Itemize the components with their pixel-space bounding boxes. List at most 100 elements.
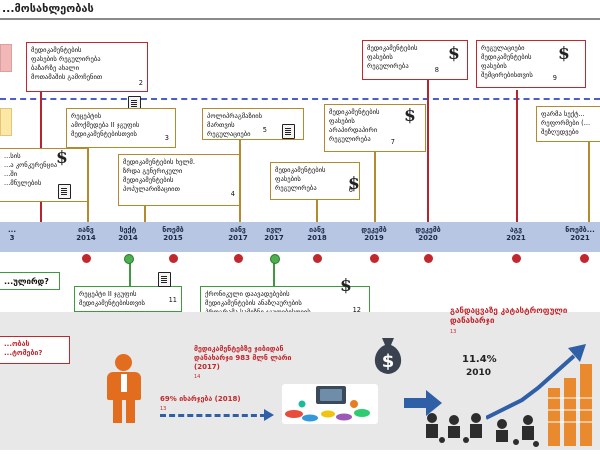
timeline-date-label: ნოემბ 2015	[162, 226, 184, 242]
policy-box-text: მედიკამენტების ხელმ. ზრდა გენერიკული მედ…	[123, 158, 195, 193]
document-icon	[282, 124, 295, 139]
dollar-icon: $	[558, 44, 570, 64]
policy-box-11: რეცეპტი II ჯგუფის მედიკამენტებისთვის 11	[74, 286, 182, 312]
question-box-red: ...ობას ...ტომები?	[0, 336, 70, 364]
policy-box-text: ...სის ...ა კონკურენცია ...ში ...მნულები…	[4, 152, 58, 187]
oop-share-text: 69% იხარჯება (2018)	[160, 395, 241, 403]
dashed-separator	[0, 98, 600, 100]
ref-number: 13	[450, 329, 457, 335]
timeline-date-label: ივლ 2017	[264, 226, 284, 242]
top-divider	[0, 18, 600, 20]
timeline-date-label: დეკემბ 2019	[361, 226, 387, 242]
ref-number: 2	[138, 79, 143, 87]
dollar-icon: $	[348, 174, 360, 194]
document-icon	[58, 184, 71, 199]
connector-line	[273, 262, 275, 286]
connector-line	[129, 262, 131, 286]
oop-share-note: 69% იხარჯება (2018) 13	[160, 386, 241, 414]
catastrophic-percent: 11.4%	[462, 354, 497, 365]
oop-spending-note: მედიკამენტებზე ჯიბიდან დანახარჯი 983 მლნ…	[194, 336, 354, 382]
money-bag-icon: $	[364, 330, 412, 378]
timeline-marker	[313, 254, 322, 263]
policy-box-text: მედიკამენტების ფასების არაპირდაპირი რეგუ…	[329, 108, 380, 143]
ref-number: 6	[348, 186, 353, 194]
ref-number: 3	[164, 134, 169, 142]
timeline-marker	[82, 254, 91, 263]
dollar-icon: $	[340, 276, 352, 296]
timeline-marker	[270, 254, 280, 264]
ref-number: 13	[160, 406, 167, 412]
timeline-marker	[580, 254, 589, 263]
timeline-date-label: აგვ 2021	[506, 226, 526, 242]
ref-number: 11	[168, 296, 177, 304]
page-title: ...მოსახლეობას	[2, 2, 94, 15]
policy-box-10: ფარმა სექტ... რეფორმები (... შეზღუდვები	[536, 106, 600, 142]
policy-box-text: რეგულაციები მედიკამენტების ფასების შემცი…	[481, 44, 533, 79]
dollar-icon: $	[404, 106, 416, 126]
connector-line	[87, 148, 89, 222]
policy-box-6: მედიკამენტების ფასების რეგულირება 6	[270, 162, 360, 200]
timeline-date-label: ნოემბ... 2021	[565, 226, 595, 242]
timeline-date-label: დეკემბ 2020	[415, 226, 441, 242]
arrow-head-icon	[264, 409, 274, 421]
timeline-date-label: იანვ 2018	[307, 226, 327, 242]
timeline-marker	[424, 254, 433, 263]
ref-number: 7	[390, 138, 395, 146]
catastrophic-note: განდაცვაზე კატასტროფული დანახარჯი 13	[450, 296, 600, 337]
policy-box-8: მედიკამენტების ფასების რეგულირება 8	[362, 40, 468, 80]
timeline-band	[0, 222, 600, 252]
policy-box-text: მედიკამენტების ფასების რეგულირება ბაზარზ…	[31, 46, 103, 81]
connector-line	[516, 90, 518, 222]
policy-box-text: პოლიპრაგმაზიის მართვის რეგულაციები	[207, 112, 263, 138]
policy-box-text: რეცეპტის ამოქმედება II ჯგუფის მედიკამენტ…	[71, 112, 140, 138]
ref-number: 4	[230, 190, 235, 198]
policy-box-4: მედიკამენტების ხელმ. ზრდა გენერიკული მედ…	[118, 154, 240, 206]
timeline-marker	[169, 254, 178, 263]
question-text: ...ულირდ?	[4, 277, 49, 286]
catastrophic-text: განდაცვაზე კატასტროფული დანახარჯი	[450, 306, 568, 325]
timeline-marker	[370, 254, 379, 263]
timeline-date-label: სექტ 2014	[118, 226, 138, 242]
growth-chart-icon	[485, 338, 600, 450]
timeline-marker	[512, 254, 521, 263]
legend-square-yellow	[0, 108, 12, 136]
ref-number: 14	[194, 374, 201, 380]
connector-line	[374, 152, 376, 222]
connector-line	[316, 200, 318, 222]
catastrophic-year: 2010	[466, 368, 492, 378]
policy-box-1: ...სის ...ა კონკურენცია ...ში ...მნულები…	[0, 148, 88, 202]
policy-box-2: მედიკამენტების ფასების რეგულირება ბაზარზ…	[26, 42, 148, 92]
connector-line	[427, 80, 429, 222]
question-box: ...ულირდ?	[0, 272, 60, 290]
dollar-icon: $	[56, 148, 68, 168]
timeline-marker	[234, 254, 243, 263]
document-icon	[158, 272, 171, 287]
policy-box-7: მედიკამენტების ფასების არაპირდაპირი რეგუ…	[324, 104, 426, 152]
pills-icon	[282, 384, 378, 424]
policy-box-text: რეცეპტი II ჯგუფის მედიკამენტებისთვის	[79, 290, 146, 307]
ref-number: 5	[262, 126, 267, 134]
policy-box-3: რეცეპტის ამოქმედება II ჯგუფის მედიკამენტ…	[66, 108, 176, 148]
ref-number: 8	[434, 66, 439, 74]
oop-spending-text: მედიკამენტებზე ჯიბიდან დანახარჯი 983 მლნ…	[194, 345, 292, 371]
policy-box-text: მედიკამენტების ფასების რეგულირება	[275, 166, 326, 192]
policy-box-text: ფარმა სექტ... რეფორმები (... შეზღუდვები	[541, 110, 591, 136]
policy-box-text: მედიკამენტების ფასების რეგულირება	[367, 44, 418, 70]
legend-square-pink	[0, 44, 12, 72]
connector-line	[588, 142, 590, 222]
ref-number: 12	[352, 306, 361, 314]
policy-box-9: რეგულაციები მედიკამენტების ფასების შემცი…	[476, 40, 586, 88]
timeline-date-label: ... 3	[8, 226, 16, 242]
dollar-icon: $	[448, 44, 460, 64]
timeline-date-label: იანვ 2017	[228, 226, 248, 242]
people-group-icon	[420, 408, 490, 444]
timeline-date-label: იანვ 2014	[76, 226, 96, 242]
ref-number: 9	[552, 74, 557, 82]
dashed-arrow	[160, 414, 266, 417]
question-text: ...ობას ...ტომები?	[4, 340, 43, 357]
timeline-marker	[124, 254, 134, 264]
money-bag-symbol: $	[382, 351, 395, 372]
connector-line	[144, 206, 146, 222]
person-icon	[100, 354, 148, 424]
connector-line	[239, 140, 241, 222]
